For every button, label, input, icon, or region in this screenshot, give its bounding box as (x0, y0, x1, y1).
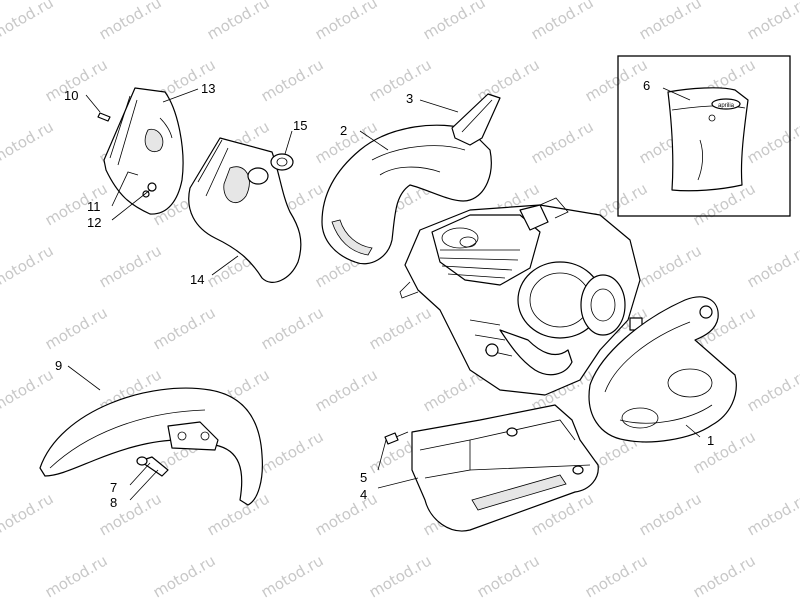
watermark-text: motod.ru (312, 365, 381, 415)
watermark-text: motod.ru (258, 55, 327, 105)
watermark-text: motod.ru (96, 0, 165, 43)
watermark-text: motod.ru (636, 0, 705, 43)
watermark-text: motod.ru (0, 117, 56, 167)
callout-10: 10 (64, 88, 78, 103)
part-5-screw (384, 431, 409, 445)
callout-labels: 1 2 3 4 5 6 7 8 9 10 11 12 13 14 15 (55, 78, 714, 510)
watermark-text: motod.ru (258, 551, 327, 600)
watermark-text: motod.ru (744, 489, 800, 539)
callout-12: 12 (87, 215, 101, 230)
part-13-side-panel (103, 87, 184, 215)
watermark-text: motod.ru (582, 551, 651, 600)
watermark-text: motod.ru (366, 55, 435, 105)
callout-1: 1 (707, 433, 714, 448)
part-1-engine-cover (588, 296, 737, 443)
callout-14: 14 (190, 272, 204, 287)
part-9-front-mudguard (39, 387, 263, 506)
watermark-text: motod.ru (42, 551, 111, 600)
watermark-text: motod.ru (636, 241, 705, 291)
callout-15: 15 (293, 118, 307, 133)
callout-13: 13 (201, 81, 215, 96)
callout-5: 5 (360, 470, 367, 485)
watermark-text: motod.ru (42, 303, 111, 353)
watermark-text: motod.ru (528, 117, 597, 167)
watermark-text: motod.ru (0, 241, 56, 291)
sticker-logo-text: aprilia (718, 103, 735, 109)
part-3-air-scoop (451, 93, 501, 146)
watermark-text: motod.ru (744, 241, 800, 291)
callout-9: 9 (55, 358, 62, 373)
watermark-text: motod.ru (744, 0, 800, 43)
watermark-text: motod.ru (0, 365, 56, 415)
watermark-text: motod.ru (204, 489, 273, 539)
engine-block (399, 197, 643, 396)
watermark-text: motod.ru (744, 365, 800, 415)
inset-frame (617, 55, 791, 217)
callout-4: 4 (360, 487, 367, 502)
watermark-text: motod.ru (528, 0, 597, 43)
watermark-text: motod.ru (690, 551, 759, 600)
part-14-side-panel (188, 137, 302, 283)
callout-7: 7 (110, 480, 117, 495)
callout-6: 6 (643, 78, 650, 93)
watermark-text: motod.ru (96, 241, 165, 291)
callout-2: 2 (340, 123, 347, 138)
part-7-8-bolt (136, 456, 169, 477)
watermark-text: motod.ru (258, 303, 327, 353)
leader-lines (67, 87, 701, 501)
watermark-text: motod.ru (366, 303, 435, 353)
watermark-text: motod.ru (420, 0, 489, 43)
callout-8: 8 (110, 495, 117, 510)
watermark-text: motod.ru (96, 489, 165, 539)
part-15-grommet (270, 153, 294, 171)
watermark-text: motod.ru (150, 303, 219, 353)
part-10-12-fasteners (97, 112, 157, 198)
watermark-text: motod.ru (204, 0, 273, 43)
watermark-text: motod.ru (582, 55, 651, 105)
watermark-text: motod.ru (474, 551, 543, 600)
watermark-text: motod.ru (744, 117, 800, 167)
watermark-text: motod.ru (258, 427, 327, 477)
watermark-text: motod.ru (636, 489, 705, 539)
watermark-text: motod.ru (312, 489, 381, 539)
callout-3: 3 (406, 91, 413, 106)
watermark-text: motod.ru (0, 0, 56, 43)
watermark-text: motod.ru (0, 489, 56, 539)
watermark-text: motod.ru (690, 427, 759, 477)
watermark-text: motod.ru (312, 0, 381, 43)
part-4-bottom-cover (411, 404, 599, 532)
watermark-text: motod.ru (366, 551, 435, 600)
part-6-sticker: aprilia (667, 87, 749, 192)
callout-11: 11 (87, 199, 101, 214)
watermark-text: motod.ru (150, 551, 219, 600)
